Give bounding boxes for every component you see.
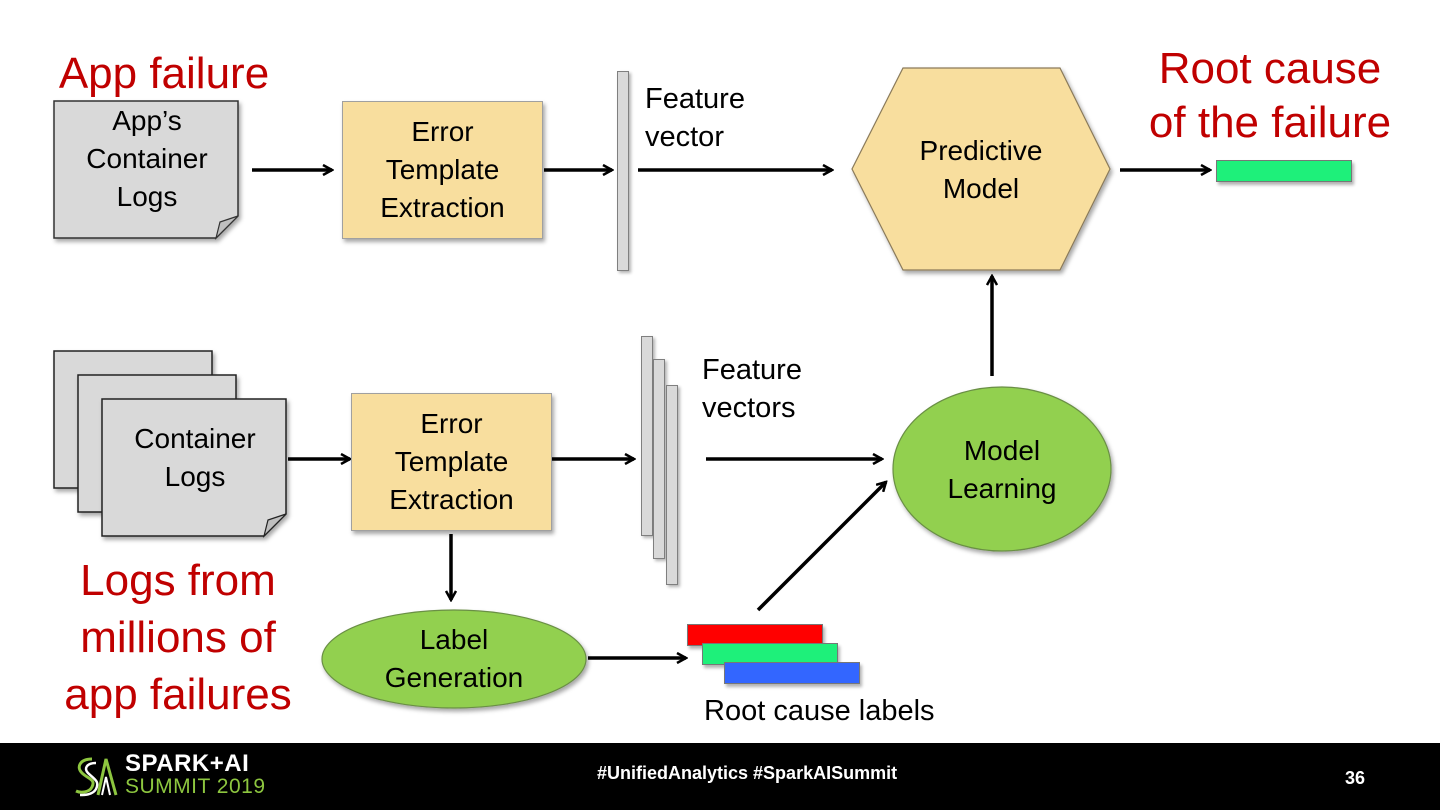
doc-line: Logs xyxy=(116,181,178,212)
diagram-canvas xyxy=(53,67,1440,709)
label-generation-label: Label Generation xyxy=(322,620,586,698)
caption-line: app failures xyxy=(64,670,292,719)
doc-line: Container xyxy=(134,423,256,454)
box-line: Extraction xyxy=(380,192,505,223)
predictive-model-label: Predictive Model xyxy=(870,100,1092,240)
label-line: Feature xyxy=(645,83,745,115)
spark-ai-logo-icon xyxy=(75,757,118,797)
label-line: Label xyxy=(419,624,489,655)
label-line: Generation xyxy=(384,662,524,693)
footer-bar: SPARK+AI SUMMIT 2019 #UnifiedAnalytics #… xyxy=(0,743,1440,810)
caption-line: millions of xyxy=(80,613,276,662)
predictive-model-hexagon xyxy=(851,67,1111,271)
logo-text-spark-ai: SPARK+AI xyxy=(125,750,250,777)
doc-line: Container xyxy=(86,143,208,174)
label-line: Model xyxy=(963,435,1041,466)
app-container-logs-document xyxy=(53,100,239,240)
box-line: Extraction xyxy=(389,484,514,515)
caption-line: Logs from xyxy=(80,556,276,605)
feature-vector-label: Feature vector xyxy=(645,80,745,156)
app-container-logs-label: App’s Container Logs xyxy=(56,102,238,216)
model-learning-ellipse xyxy=(892,386,1112,552)
label-line: Predictive xyxy=(919,135,1043,166)
label-line: vector xyxy=(645,121,724,153)
footer-hashtags: #UnifiedAnalytics #SparkAISummit xyxy=(597,763,898,783)
box-line: Error xyxy=(420,408,483,439)
root-cause-labels-caption: Root cause labels xyxy=(704,695,935,727)
box-line: Error xyxy=(411,116,474,147)
box-line: Template xyxy=(385,154,500,185)
feature-vector-bar xyxy=(617,71,629,271)
predicted-root-cause-bar xyxy=(1216,160,1352,182)
feature-vectors-bar-3 xyxy=(666,385,678,585)
title-line: of the failure xyxy=(1148,98,1392,147)
box-line: Template xyxy=(394,446,509,477)
label-generation-ellipse xyxy=(321,609,587,709)
doc-line: Logs xyxy=(164,461,226,492)
error-template-extraction-bottom: Error Template Extraction xyxy=(351,393,552,531)
logo-text-summit: SUMMIT 2019 xyxy=(125,775,266,798)
title-line: Root cause xyxy=(1158,44,1382,93)
label-line: Learning xyxy=(947,473,1057,504)
label-line: vectors xyxy=(702,392,796,424)
label-line: Feature xyxy=(702,354,802,386)
feature-vectors-label: Feature vectors xyxy=(702,351,802,427)
feature-vectors-bar-2 xyxy=(653,359,665,559)
page-number: 36 xyxy=(1345,768,1366,788)
model-learning-label: Model Learning xyxy=(893,400,1111,540)
root-cause-title: Root cause of the failure xyxy=(1130,42,1410,150)
doc-line: App’s xyxy=(112,105,182,136)
label-line: Model xyxy=(942,173,1020,204)
feature-vectors-bar-1 xyxy=(641,336,653,536)
logs-from-millions-caption: Logs from millions of app failures xyxy=(40,552,316,723)
container-logs-label: Container Logs xyxy=(104,420,286,496)
app-failure-title: App failure xyxy=(58,49,270,98)
container-logs-document-stack xyxy=(53,350,287,538)
root-cause-label-bar-blue xyxy=(724,662,860,684)
arrow-labels-to-learning xyxy=(756,482,886,612)
error-template-extraction-top: Error Template Extraction xyxy=(342,101,543,239)
